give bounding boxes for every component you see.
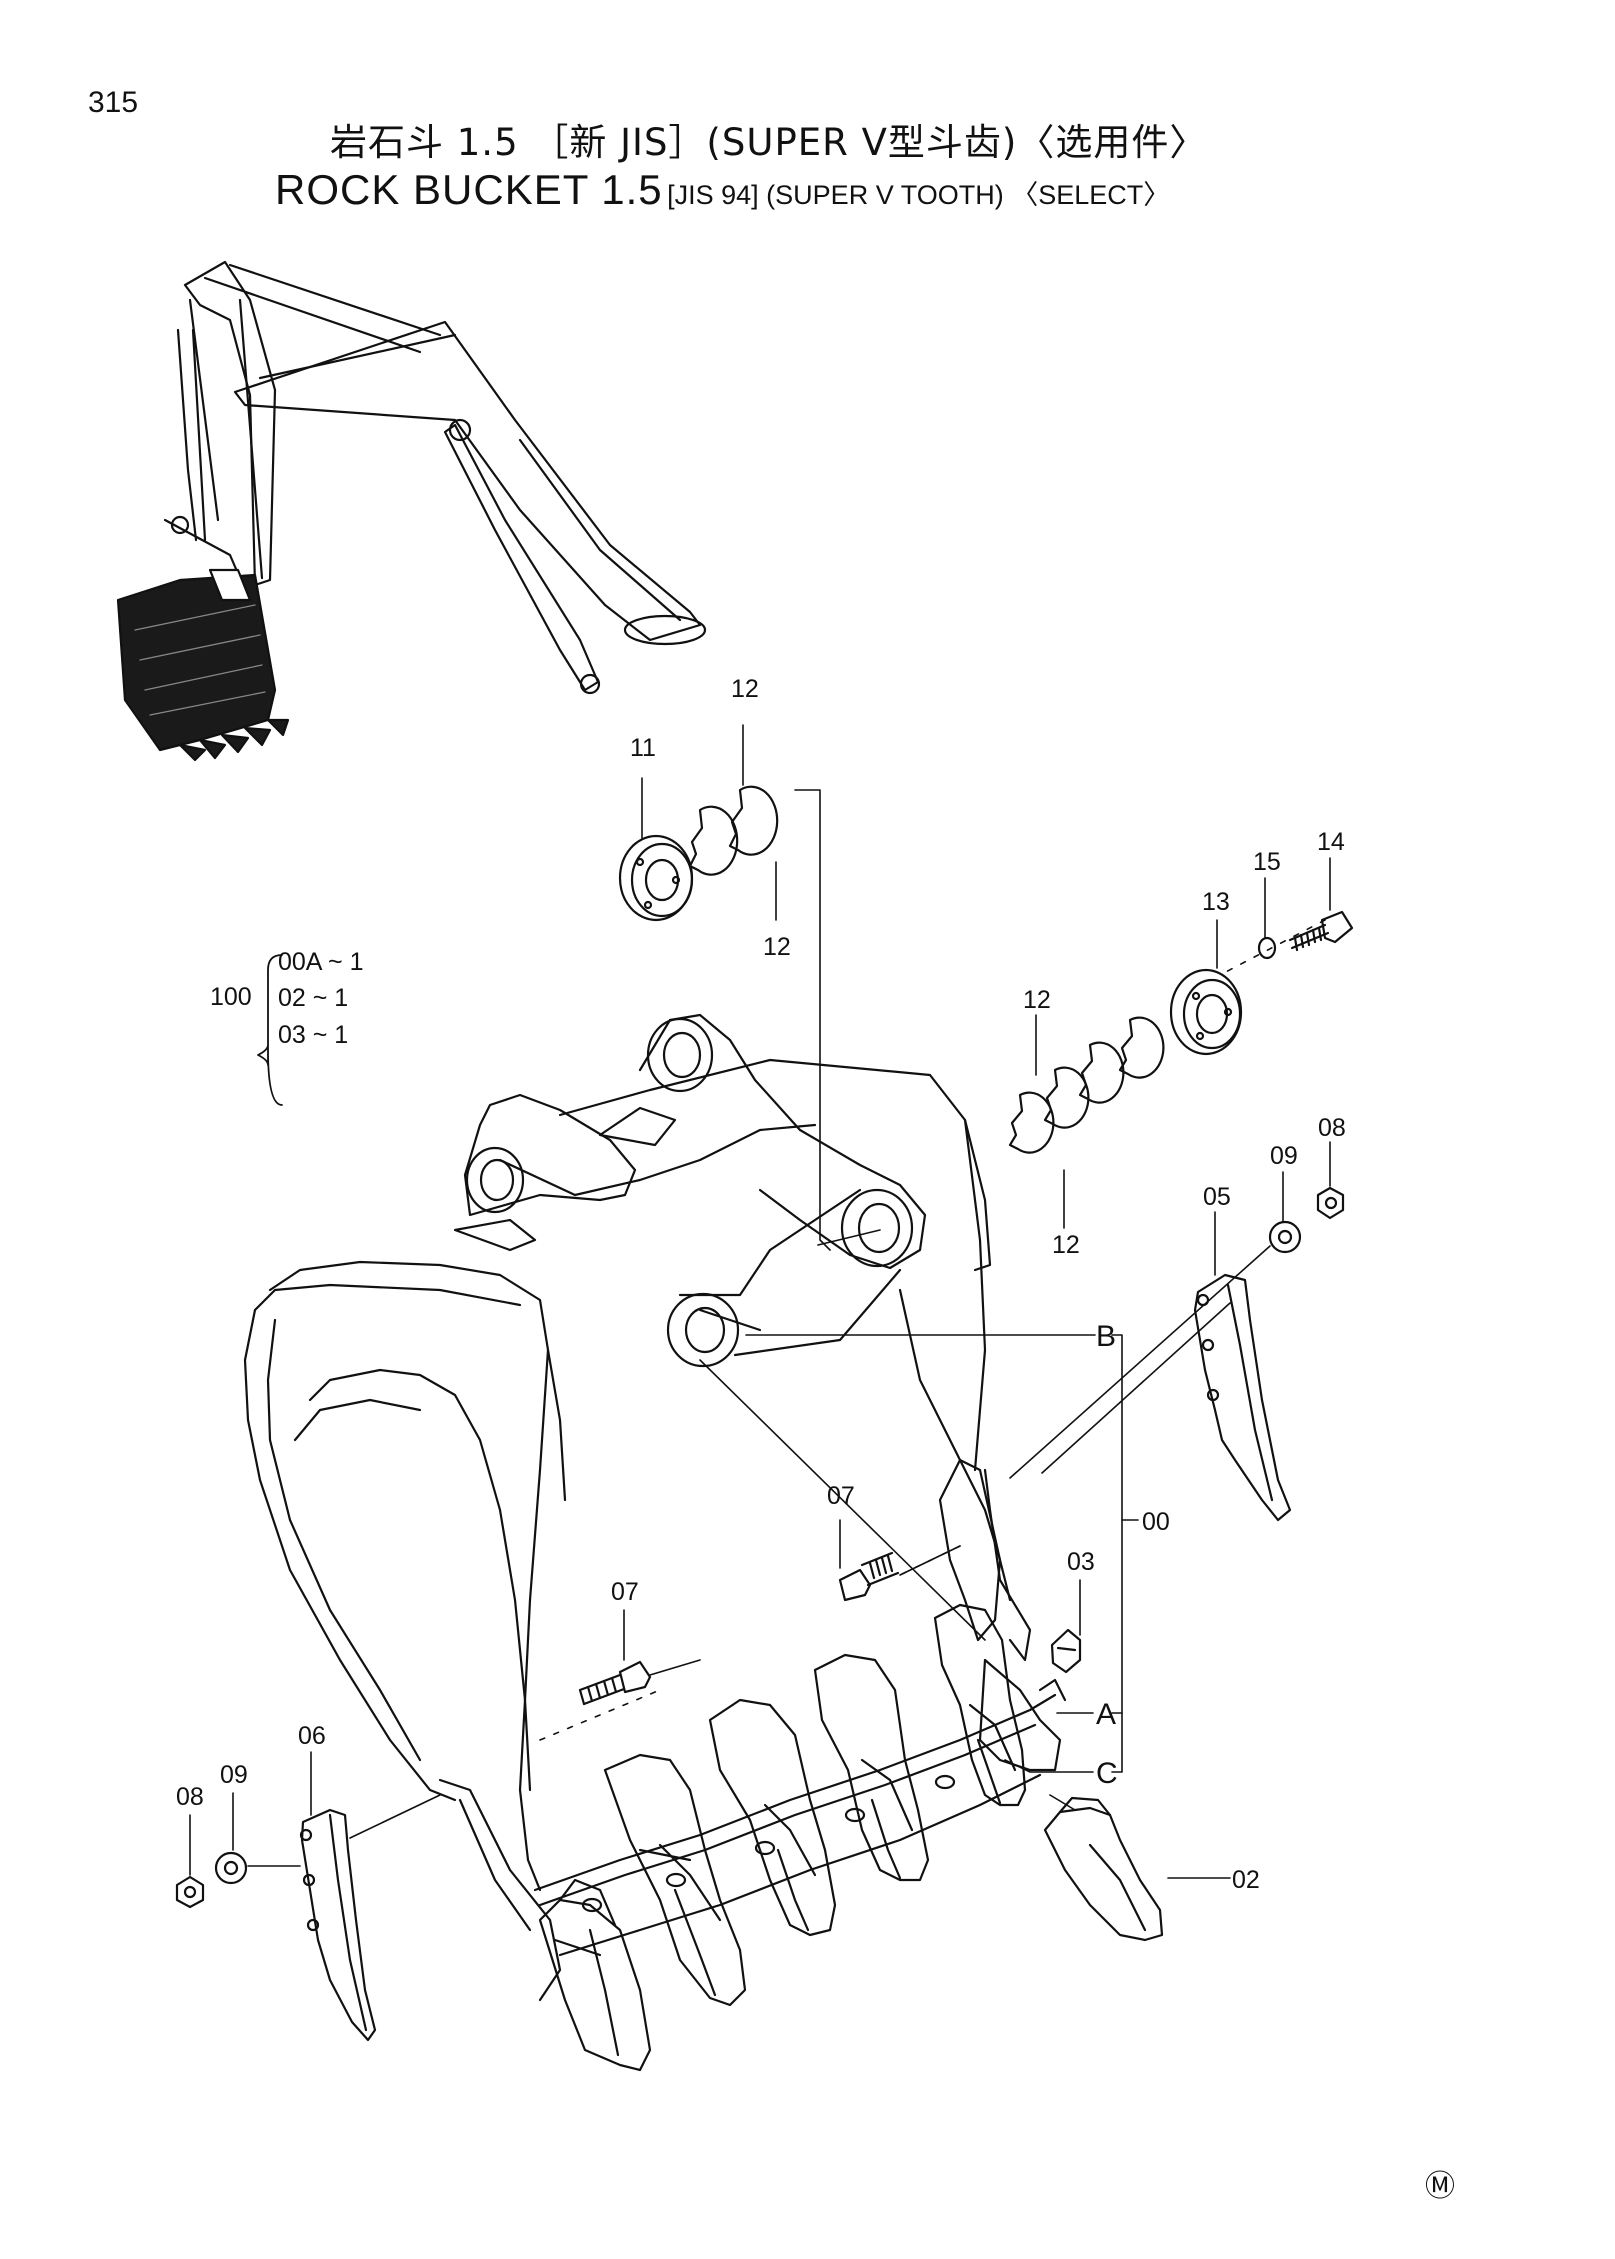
loose-tooth-02 [1043,1796,1164,1942]
assembly-item-1: 00A ~ 1 [278,948,364,976]
shims-12-lower [1008,1016,1165,1154]
title-english-main: ROCK BUCKET 1.5 [275,166,663,213]
callout-09-right: 09 [1270,1142,1298,1170]
shim-13 [1169,968,1243,1056]
bucket-teeth [538,1603,1027,2072]
shims-12-upper [688,785,779,876]
assembly-number: 100 [210,983,252,1011]
callout-C: C [1096,1757,1118,1790]
assembly-brace [257,954,283,1106]
washer-09-right [1268,1220,1302,1254]
assembly-item-2: 02 ~ 1 [278,984,348,1012]
rock-bucket-illustration [243,1013,1164,2072]
callout-08-right: 08 [1318,1114,1346,1142]
callout-15: 15 [1253,848,1281,876]
callout-05: 05 [1203,1183,1231,1211]
bolt-07-lower [578,1660,652,1706]
callout-06: 06 [298,1722,326,1750]
callout-00: 00 [1142,1508,1170,1536]
callout-11: 11 [630,734,656,762]
title-chinese: 岩石斗 1.5 ［新 JIS］(SUPER V型斗齿)〈选用件〉 [330,121,1208,164]
callout-B: B [1096,1320,1116,1353]
shim-11 [618,834,694,922]
washer-09-left [214,1851,248,1885]
m-mark: Ⓜ [1425,2170,1455,2203]
title-english-sub: [JIS 94] (SUPER V TOOTH) 〈SELECT〉 [667,180,1171,210]
callout-09-left: 09 [220,1761,248,1789]
bolt-14 [1288,910,1354,952]
side-cutter-05 [1193,1273,1292,1522]
callout-07-upper: 07 [827,1482,855,1510]
dashed-leaders [539,919,1326,1741]
assembly-item-3: 03 ~ 1 [278,1021,348,1049]
callout-A: A [1096,1698,1116,1731]
bolt-07-upper [838,1551,900,1602]
excavator-arm-illustration [116,260,707,762]
callout-14: 14 [1317,828,1345,856]
leader-lines [189,724,1331,1879]
page-number: 315 [88,86,139,119]
callout-03: 03 [1067,1548,1095,1576]
callout-13: 13 [1202,888,1230,916]
callout-02: 02 [1232,1866,1260,1894]
side-cutter-06 [299,1808,377,2042]
loose-pin-03 [1050,1628,1082,1674]
callout-07-lower: 07 [611,1578,639,1606]
callout-08-left: 08 [176,1783,204,1811]
callout-12-upper-bottom: 12 [763,933,791,961]
callout-12-lower-bottom: 12 [1052,1231,1080,1259]
nut-08-left [175,1875,205,1909]
title-english: ROCK BUCKET 1.5 [JIS 94] (SUPER V TOOTH)… [275,166,1170,214]
washer-15 [1257,936,1277,960]
callout-12-lower-top: 12 [1023,986,1051,1014]
nut-08-right [1316,1186,1345,1220]
callout-12-upper-top: 12 [731,675,759,703]
